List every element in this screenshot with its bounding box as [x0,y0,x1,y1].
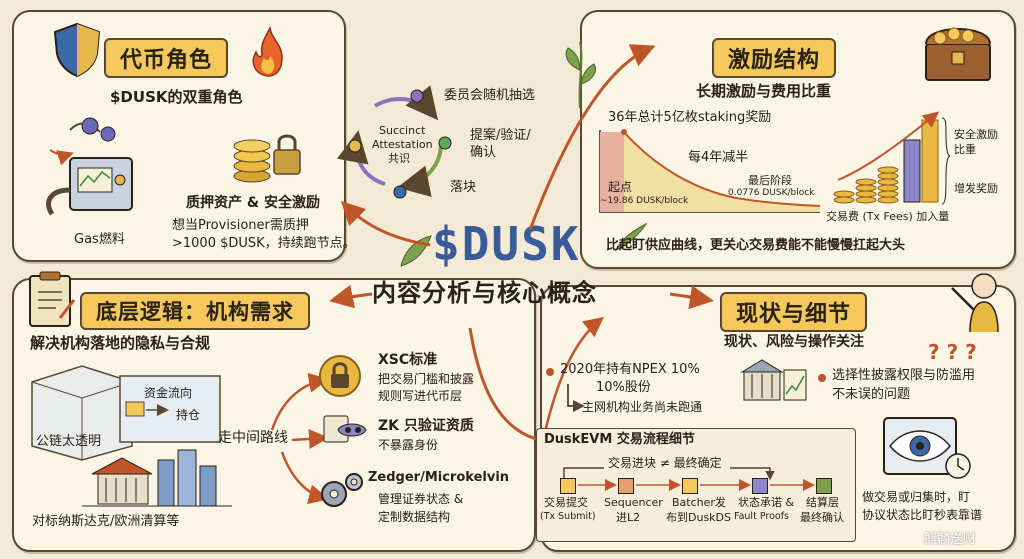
consensus-cycle [336,85,452,199]
city-skyline-icon [82,449,232,507]
attestation-step2-1: 提案/验证/ [470,128,531,143]
padlock-icon [319,355,361,397]
emission-curve [599,129,821,213]
npex-line-2: 10%股份 [596,380,651,395]
token-role-banner: 代币角色 [104,38,229,78]
evm-step-icon [752,478,768,494]
attestation-center-2: Attestation [372,138,433,151]
fire-icon [252,25,283,77]
evm-step-1-line-1: 交易提交 [544,496,588,509]
public-chain-label: 公链太透明 [36,434,102,449]
risk-line-2: 不未误的问题 [832,387,911,402]
evm-step-5-line-1: 结算层 [806,496,839,509]
brace-icon [941,117,951,205]
gears-icon [321,473,363,507]
gas-machine-icon [46,117,133,216]
gas-label: Gas燃料 [74,232,125,247]
npex-line-1: 2020年持有NPEX 10% [560,362,700,377]
xsc-desc-1: 把交易门槛和披露 [378,372,475,386]
attestation-step3: 落块 [450,180,477,195]
evm-step-2-line-2: 进L2 [616,511,641,524]
attestation-center-3: 共识 [388,152,410,165]
start-label: 起点 [608,180,633,194]
coin-stack-icon [233,134,301,183]
treasure-chest-icon [925,27,991,81]
security-label-1: 安全激励 [954,128,998,141]
start-value: ~19.86 DUSK/block [600,196,689,206]
fees-label: 交易费 (Tx Fees) 加入量 [826,210,950,223]
flow-label: 资金流向 [144,386,193,400]
incentive-conclusion: 比起盯供应曲线，更关心交易费能不能慢慢扛起大头 [606,238,906,253]
zedger-desc-2: 定制数据结构 [378,510,451,524]
final-value: 0.0776 DUSK/block [728,188,815,198]
eye-monitor-icon [883,417,971,479]
staking-desc-1: 想当Provisioner需质押 [172,218,309,233]
leaf-icon [614,222,648,251]
attestation-step2-2: 确认 [470,145,497,160]
center-title: $DUSK [432,217,581,271]
underlying-subtitle: 解决机构落地的隐私与合规 [30,334,211,352]
evm-step-icon [560,478,576,494]
staking-title: 质押资产 & 安全激励 [186,195,320,211]
arrow-icon [567,384,585,412]
zk-desc: 不暴露身份 [378,438,439,452]
holding-label: 持仓 [176,408,201,422]
advice-line-1: 做交易或归集时，盯 [862,490,971,504]
staking-desc-2: >1000 $DUSK，持续跑节点。 [172,236,356,251]
evm-step-4-line-2: Fault Proofs [734,511,789,522]
status-banner: 现状与细节 [720,292,868,332]
target-label: 对标纳斯达克/欧洲清算等 [32,514,180,529]
evm-step-arrows [578,479,815,491]
evm-bracket [563,467,820,482]
bullet-dot [546,368,554,376]
transparent-box-illustration [31,365,221,461]
evm-step-2-line-1: Sequencer [604,496,663,509]
bank-chart-icon [740,359,807,401]
branch-arrows [270,372,329,505]
attestation-step1: 委员会随机抽选 [444,88,536,103]
evm-step-1-line-2: (Tx Submit) [540,511,596,522]
evm-step-icon [816,478,832,494]
zk-title: ZK 只验证资质 [378,418,474,434]
token-role-subtitle: $DUSK的双重角色 [110,88,243,106]
question-marks: ? ? ? [928,340,977,364]
fee-growth-chart [833,111,940,204]
evm-step-4-line-1: 状态承诺 & [738,496,795,509]
person-pointing-icon [951,273,999,333]
evm-note: 交易进块 ≠ 最终确定 [608,456,722,470]
shield-icon [53,22,101,78]
underlying-banner: 底层逻辑：机构需求 [80,292,310,330]
attestation-center-1: Succinct [379,124,426,137]
bullet-dot [818,374,826,382]
curve-title: 36年总计5亿枚staking奖励 [608,110,772,125]
halving-label: 每4年减半 [688,150,749,165]
advice-line-2: 协议状态比盯秒表靠谱 [862,508,983,522]
xsc-desc-2: 规则写进代币层 [378,389,463,403]
zedger-desc-1: 管理证券状态 & [378,492,464,506]
lock-icon [274,150,275,151]
incentive-subtitle: 长期激励与费用比重 [696,82,832,100]
center-subtitle: 内容分析与核心概念 [372,279,597,307]
evm-title: DuskEVM 交易流程细节 [544,432,695,447]
zk-mask-icon [323,415,367,443]
final-label: 最后阶段 [748,174,792,187]
zedger-title: Zedger/Microkelvin [368,470,510,485]
extra-reward-label: 增发奖励 [954,182,998,195]
leaf-icon [565,41,596,109]
evm-step-icon [618,478,634,494]
security-label-2: 比重 [954,143,976,156]
npex-line-3: 主网机构业务尚未跑通 [582,400,703,414]
evm-step-3-line-1: Batcher发 [672,496,726,509]
evm-step-5-line-2: 最终确认 [800,511,844,524]
middle-path-label: 走中间路线 [218,430,288,446]
watermark: 麒麟送财 [924,532,977,547]
risk-line-1: 选择性披露权限与防滥用 [832,368,976,383]
evm-step-icon [682,478,698,494]
status-subtitle: 现状、风险与操作关注 [724,334,864,350]
xsc-title: XSC标准 [378,352,438,368]
evm-step-3-line-2: 布到DuskDS [666,511,731,524]
clipboard-icon [29,271,76,327]
incentive-banner: 激励结构 [712,38,837,78]
